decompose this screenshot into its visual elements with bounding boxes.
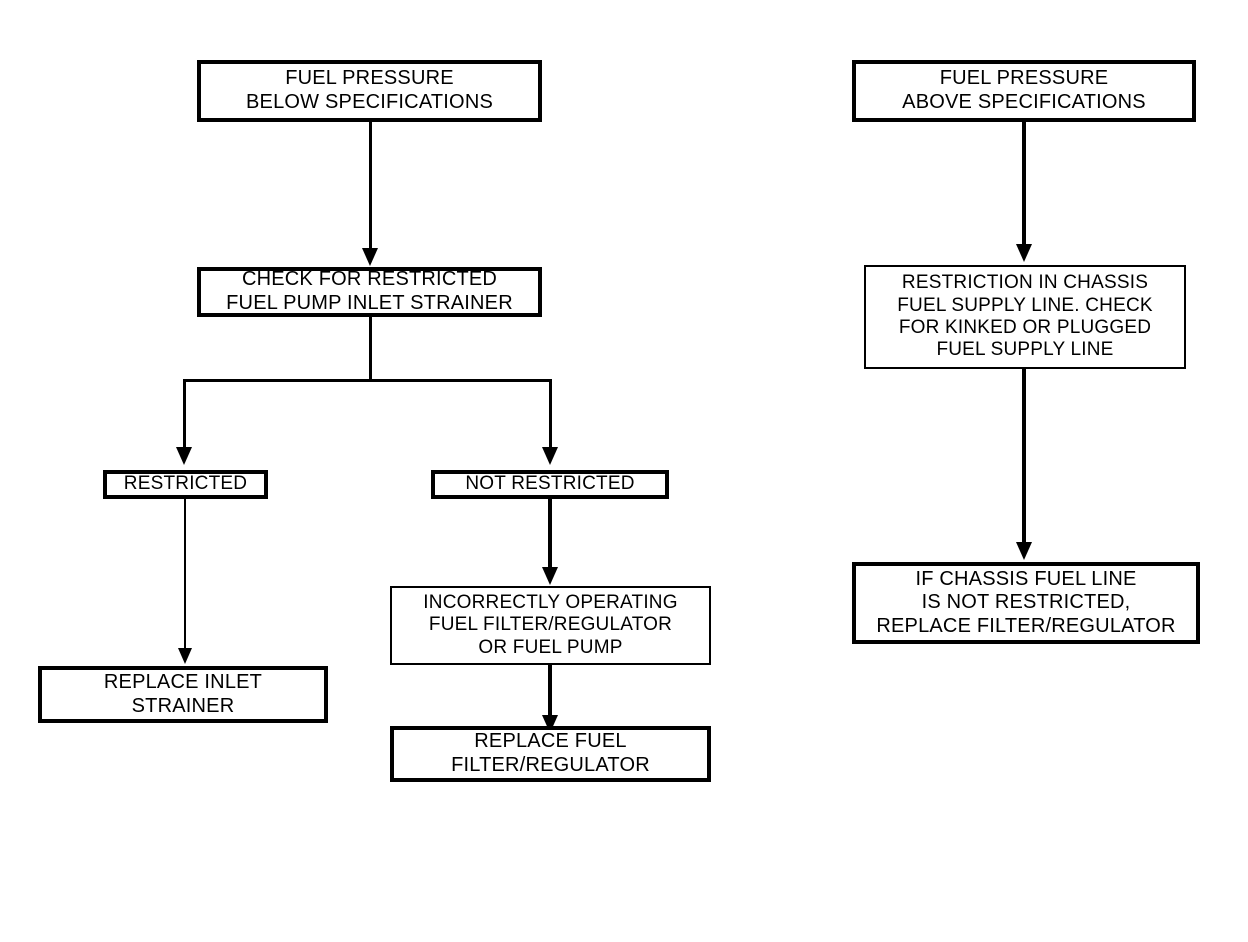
node-label: FUEL PRESSURE BELOW SPECIFICATIONS: [246, 67, 493, 113]
connector-right-check-to-action-arrowhead: [1016, 542, 1032, 560]
connector-start-to-check-arrowhead: [362, 248, 378, 266]
node-restriction-in-chassis-fuel-supply-line: RESTRICTION IN CHASSIS FUEL SUPPLY LINE.…: [864, 265, 1186, 369]
node-label: REPLACE INLET STRAINER: [103, 670, 263, 717]
node-label: INCORRECTLY OPERATING FUEL FILTER/REGULA…: [423, 591, 678, 658]
connector-restricted-to-replace-strainer-arrowhead: [178, 648, 192, 664]
connector-not-restricted-to-cause-arrowhead: [542, 567, 558, 585]
node-label: CHECK FOR RESTRICTED FUEL PUMP INLET STR…: [226, 268, 513, 314]
node-label: NOT RESTRICTED: [465, 473, 635, 495]
node-label: RESTRICTED: [123, 473, 248, 495]
connector-to-restricted-arrowhead: [176, 447, 192, 465]
node-replace-fuel-filter-regulator: REPLACE FUEL FILTER/REGULATOR: [390, 726, 711, 782]
connector-to-not-restricted-arrowhead: [542, 447, 558, 465]
node-label: RESTRICTION IN CHASSIS FUEL SUPPLY LINE.…: [897, 272, 1153, 361]
connector-right-start-to-check-line: [1022, 122, 1026, 246]
node-label: FUEL PRESSURE ABOVE SPECIFICATIONS: [902, 67, 1146, 113]
connector-not-restricted-to-cause-line: [548, 499, 552, 569]
node-fuel-pressure-below-specifications: FUEL PRESSURE BELOW SPECIFICATIONS: [197, 60, 542, 122]
connector-cause-to-replace-filter-line: [548, 665, 552, 719]
connector-bus-left-leg: [183, 379, 186, 449]
node-replace-inlet-strainer: REPLACE INLET STRAINER: [38, 666, 328, 723]
connector-restricted-to-replace-strainer-line: [184, 499, 186, 650]
connector-bus-right-leg: [549, 379, 552, 449]
connector-split-bus: [183, 379, 552, 382]
connector-right-check-to-action-line: [1022, 369, 1026, 544]
connector-start-to-check-line: [369, 122, 372, 250]
node-label: IF CHASSIS FUEL LINE IS NOT RESTRICTED, …: [876, 567, 1176, 637]
node-outcome-restricted: RESTRICTED: [103, 470, 268, 499]
node-incorrectly-operating-filter-regulator-or-pump: INCORRECTLY OPERATING FUEL FILTER/REGULA…: [390, 586, 711, 665]
node-check-restricted-inlet-strainer: CHECK FOR RESTRICTED FUEL PUMP INLET STR…: [197, 267, 542, 317]
node-label: REPLACE FUEL FILTER/REGULATOR: [451, 730, 650, 776]
node-outcome-not-restricted: NOT RESTRICTED: [431, 470, 669, 499]
connector-right-start-to-check-arrowhead: [1016, 244, 1032, 262]
connector-check-to-bus-line: [369, 317, 372, 381]
node-if-chassis-fuel-line-not-restricted-replace-filter: IF CHASSIS FUEL LINE IS NOT RESTRICTED, …: [852, 562, 1200, 644]
node-fuel-pressure-above-specifications: FUEL PRESSURE ABOVE SPECIFICATIONS: [852, 60, 1196, 122]
